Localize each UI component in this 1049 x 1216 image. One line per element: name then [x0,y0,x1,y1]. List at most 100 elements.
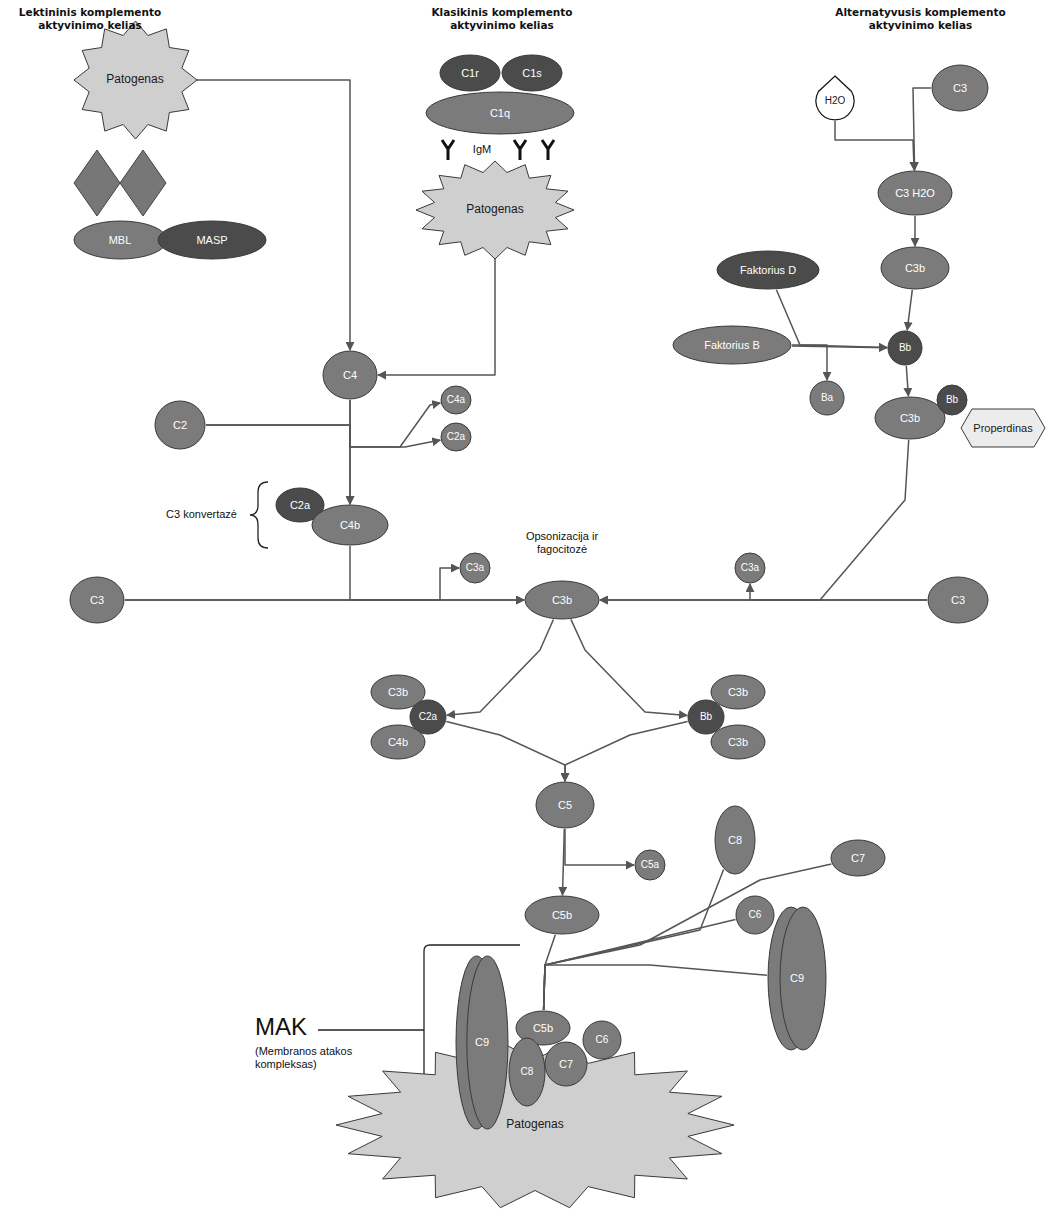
text-holder: C5a [634,849,666,881]
node-label: C3 [90,594,104,607]
text-holder: C3b [710,674,766,710]
water-drop: H2O [815,75,855,121]
protein-ellipse: C5b [524,895,600,935]
node-label: C7 [851,852,865,865]
node-label: Bb [899,342,911,354]
node-label: C2 [173,419,187,432]
node-label: C1s [522,67,542,80]
node-label: MASP [196,234,227,247]
pathway-arrow [907,290,912,330]
pathway-arrow [447,620,554,716]
protein-ellipse: C3b [524,580,600,620]
protein-ellipse: C1r [439,54,501,92]
node-label: C2a [290,499,310,512]
complex-abbreviation: MAK [255,1013,325,1042]
text-holder: C9 [767,906,827,1051]
antibody-symbol [514,140,526,160]
lectin-diamond [120,150,166,216]
lectin-diamond [74,150,120,216]
pathway-arrow [565,829,634,865]
protein-ellipse: C4a [440,385,472,415]
protein-ellipse: C3b [710,674,766,710]
text-holder: C4b [311,504,389,546]
header-text: Alternatyvusis komplemento aktyvinimo ke… [818,6,1023,31]
node-label: C3a [466,562,484,574]
protein-pair: C9 [767,906,827,1051]
node-label: C2a [447,431,465,443]
pathway-arrow [563,829,565,895]
text-holder: C1q [425,91,575,135]
node-label: C3b [900,412,920,425]
pathogen-shape: Patogenas [73,20,198,140]
protein-ellipse: MBL [73,220,168,260]
node-label: C5a [641,859,659,871]
text-holder: C4 [322,350,378,400]
pathway-arrow [206,425,440,447]
node-label: C2a [419,711,437,723]
complex-name: (Membranos atakos kompleksas) [255,1045,370,1071]
protein-hexagon: Properdinas [960,408,1046,448]
node-label: Bb [946,394,958,406]
mak-leader [318,1029,424,1031]
text-holder: Ba [809,380,845,416]
node-label: C3b [728,686,748,699]
protein-ellipse: C4b [311,504,389,546]
protein-ellipse: C4b [370,724,426,760]
pathway-arrow [571,619,687,715]
node-label: C1r [461,67,479,80]
text-holder: C4a [440,385,472,415]
node-label: C3a [741,562,759,574]
protein-ellipse: C3a [459,552,491,584]
node-label: C3b [388,686,408,699]
protein-ellipse: C8 [508,1037,546,1107]
node-label: C8 [728,834,742,847]
node-label: Patogenas [506,1118,563,1132]
protein-ellipse: Bb [936,384,968,416]
node-label: C5b [533,1022,553,1035]
pathway-arrow [544,869,724,1010]
node-label: C9 [790,972,804,985]
text-holder: C3a [459,552,491,584]
text-holder: Faktorius D [716,250,820,290]
node-label: C4b [388,736,408,749]
pathway-arrow [750,584,927,600]
text-holder: C8 [714,805,756,875]
protein-ellipse: C1q [425,91,575,135]
protein-ellipse: C3 [927,576,989,624]
protein-ellipse: C8 [714,805,756,875]
pathway-arrow [544,965,767,1010]
pathway-arrow [378,256,495,375]
pathway-arrow [792,345,827,380]
protein-ellipse: C2 [154,400,206,450]
pathway-arrow [913,88,931,170]
protein-ellipse: C3 [931,64,989,112]
protein-ellipse: C3 H2O [877,170,953,216]
node-label: Properdinas [973,422,1032,435]
antibody-label: IgM [460,143,504,156]
node-label: C3b [552,594,572,607]
text-holder: C3b [524,580,600,620]
protein-ellipse: Ba [809,380,845,416]
pathway-arrow [206,425,350,504]
node-label: C9 [475,1036,489,1049]
node-label: C3b [728,736,748,749]
pathway-arrow [906,366,908,396]
text-holder: C5 [535,781,595,829]
text-holder: H2O [815,75,855,121]
text-holder: C3 [927,576,989,624]
text-holder: Bb [936,384,968,416]
text-holder: C2 [154,400,206,450]
node-label: C3 [953,82,967,95]
text-holder: C4b [370,724,426,760]
protein-ellipse: C7 [830,839,886,877]
text-holder: C6 [735,895,775,935]
text-holder: Properdinas [960,408,1046,448]
pathway-arrow [193,80,351,350]
text-holder: C1s [501,54,563,92]
pathway-arrow [446,722,565,781]
bracket-label: C3 konvertazė [140,508,237,521]
protein-ellipse: Faktorius B [672,325,792,365]
node-label: C3 H2O [895,187,935,200]
text-holder: C3 [69,576,125,624]
node-label: C8 [521,1066,534,1078]
